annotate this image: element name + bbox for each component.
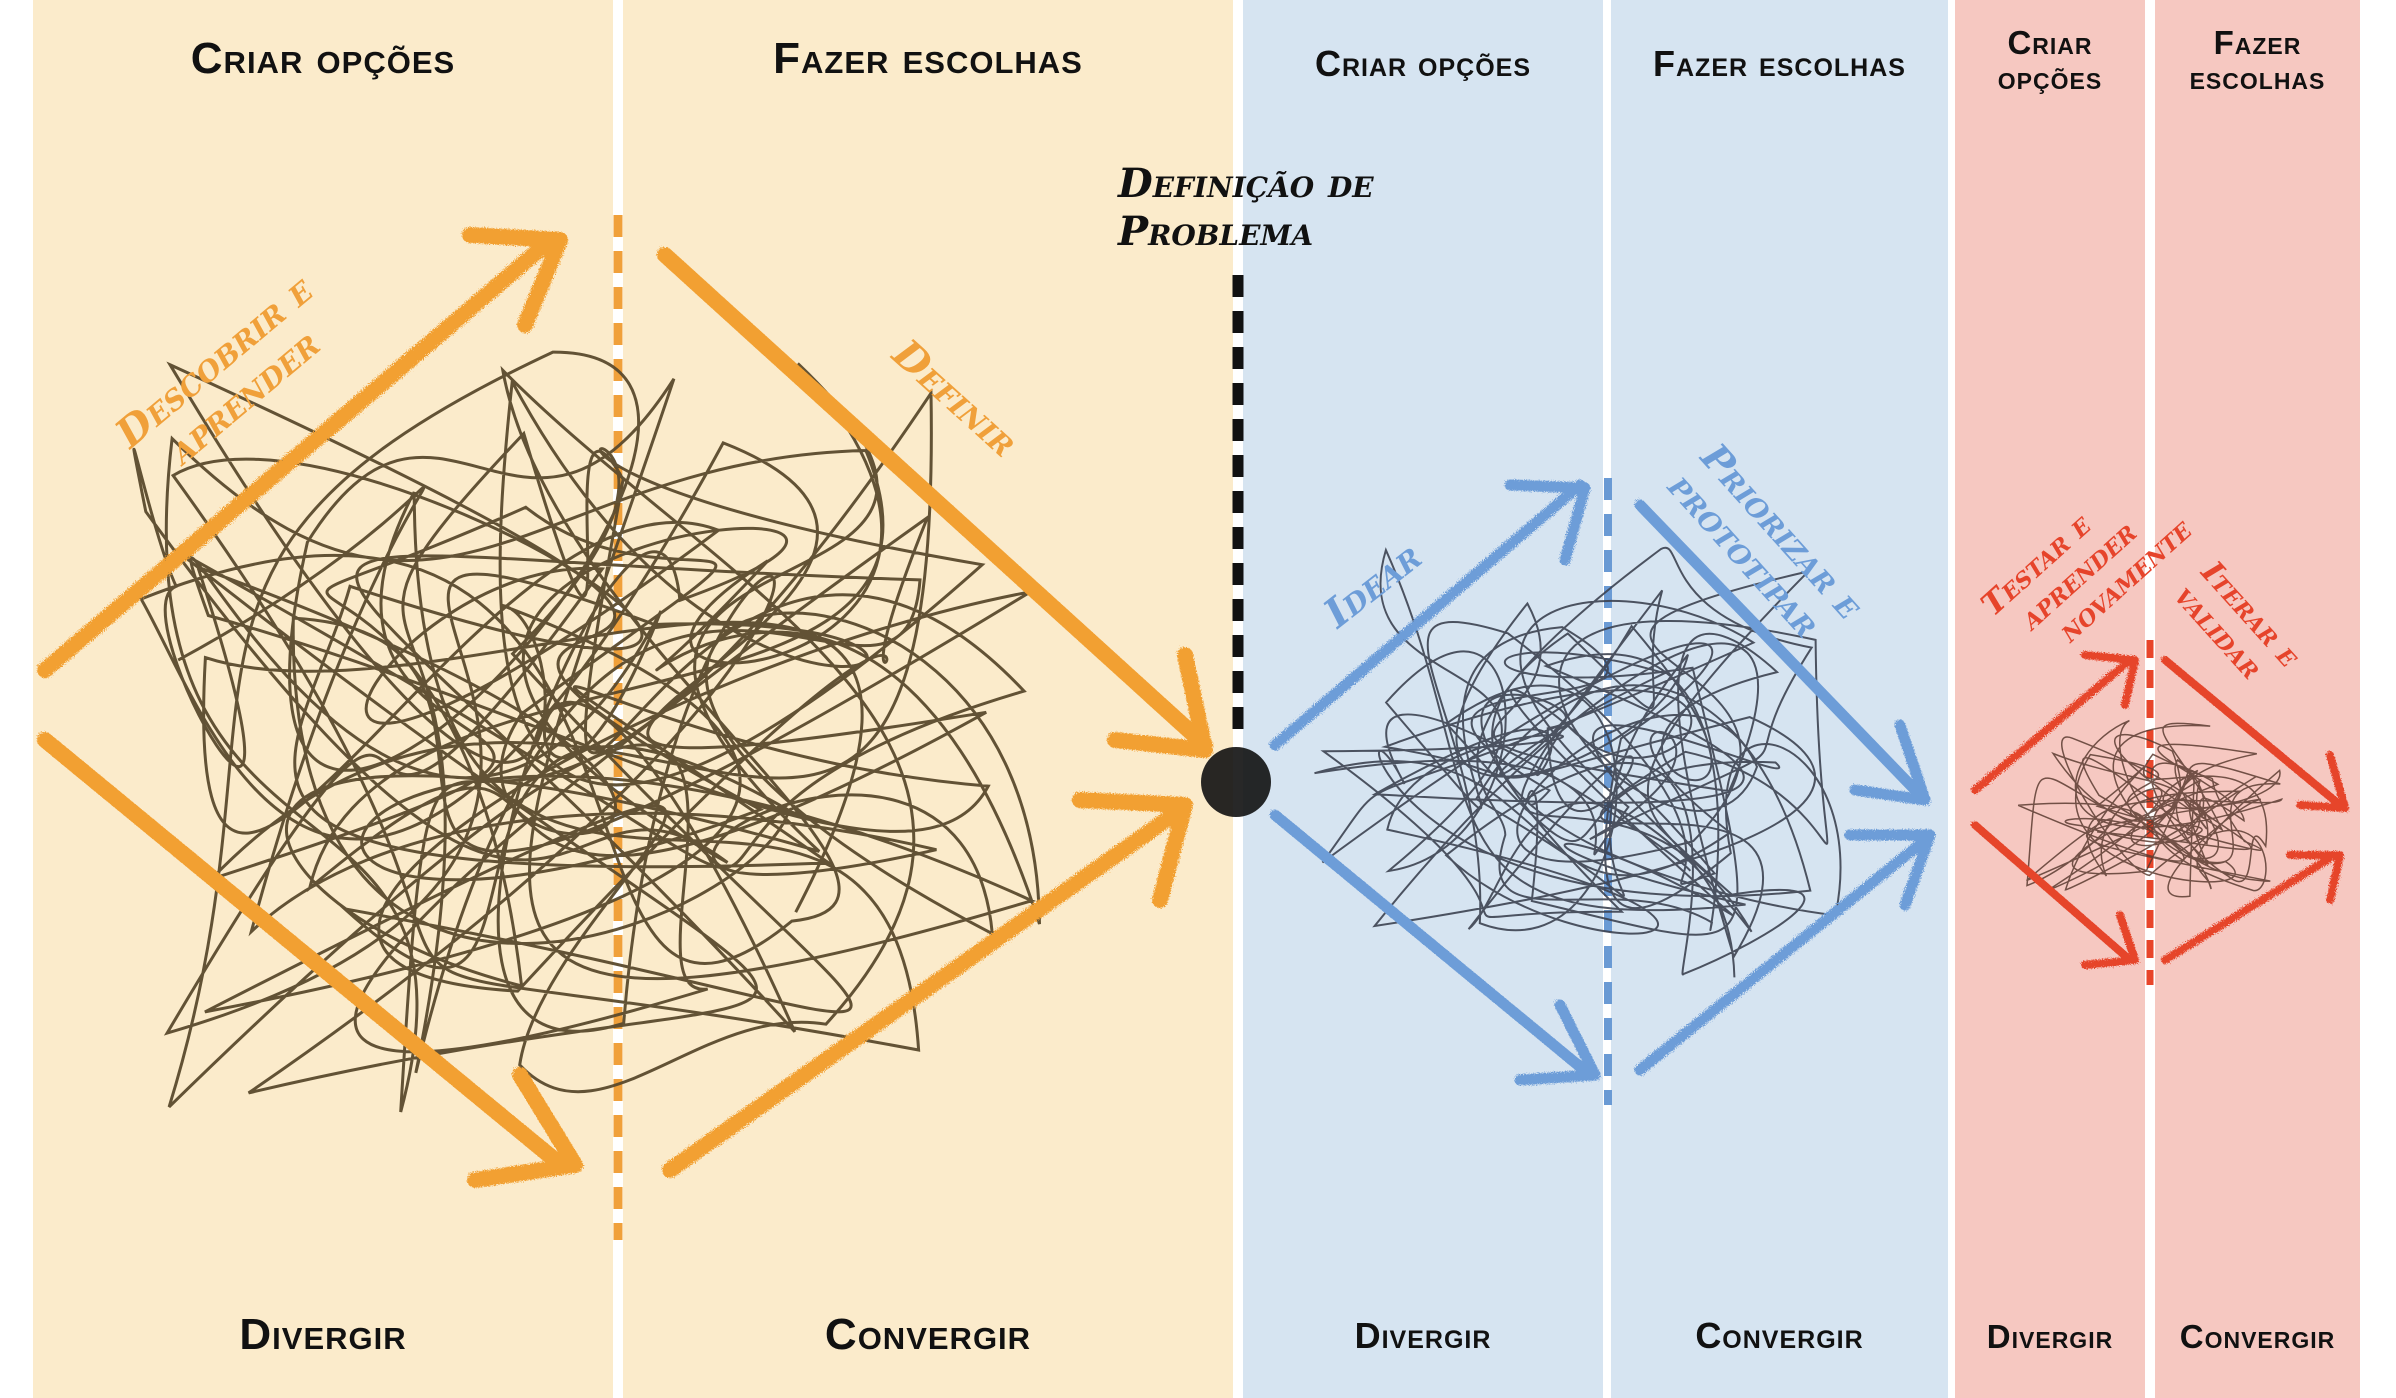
- scribble-path: [1314, 546, 1842, 978]
- arrow-iterate-up: [2161, 851, 2344, 964]
- panel-criar-3: [1955, 0, 2145, 1398]
- header-criar-opcoes-1: Criar opções: [190, 34, 456, 83]
- footer-convergir-3: Convergir: [2179, 1318, 2336, 1355]
- label-problem-definition: Definição de Problema: [1118, 160, 1374, 256]
- arrow-discover-down: [37, 732, 583, 1188]
- footer-divergir-1: Divergir: [239, 1310, 407, 1359]
- header-fazer-escolhas-2: Fazer escolhas: [1653, 43, 1906, 84]
- header-fazer-3-line1: Fazer: [2213, 24, 2302, 61]
- arrow-test-down: [1971, 821, 2139, 969]
- header-fazer-escolhas-3: Fazer escolhas: [2155, 24, 2360, 96]
- arrow-iterate-down: [2161, 656, 2349, 812]
- scribble-path: [2017, 719, 2283, 898]
- header-fazer-escolhas-1: Fazer escolhas: [773, 34, 1083, 83]
- red-arrows: [1971, 651, 2349, 969]
- arrow-define-down: [657, 247, 1213, 758]
- scribble-cloud-small: [2017, 719, 2283, 898]
- arrow-ideate-up: [1269, 479, 1591, 751]
- orange-arrows: [37, 227, 1213, 1188]
- scribble-cloud-medium: [1314, 546, 1842, 978]
- header-criar-opcoes-2: Criar opções: [1314, 43, 1532, 84]
- header-criar-3-line2: opções: [1997, 58, 2103, 96]
- footer-divergir-2: Divergir: [1354, 1315, 1492, 1356]
- arrow-define-up: [662, 792, 1193, 1178]
- blue-arrows: [1269, 479, 1936, 1086]
- header-fazer-3-line2: escolhas: [2189, 58, 2326, 96]
- panel-fazer-2: [1611, 0, 1948, 1398]
- problem-definition-dot: [1201, 747, 1271, 817]
- arrow-prioritize-up: [1634, 829, 1936, 1076]
- header-criar-3-line1: Criar: [2007, 24, 2093, 61]
- arrow-discover-up: [37, 227, 568, 678]
- header-criar-opcoes-3: Criar opções: [1955, 24, 2145, 96]
- panel-fazer-1: [623, 0, 1233, 1398]
- label-problem-definition-line2: Problema: [1118, 208, 1314, 255]
- arrow-prioritize-down: [1634, 499, 1931, 806]
- arrow-ideate-down: [1269, 809, 1601, 1086]
- footer-convergir-1: Convergir: [824, 1310, 1032, 1359]
- panel-fazer-3: [2155, 0, 2360, 1398]
- scribble-path: [132, 350, 1041, 1113]
- scribble-cloud-large: [132, 350, 1041, 1113]
- footer-divergir-3: Divergir: [1986, 1318, 2114, 1355]
- arrow-test-up: [1971, 651, 2139, 794]
- footer-convergir-2: Convergir: [1695, 1315, 1864, 1356]
- label-problem-definition-line1: Definição de: [1118, 160, 1374, 207]
